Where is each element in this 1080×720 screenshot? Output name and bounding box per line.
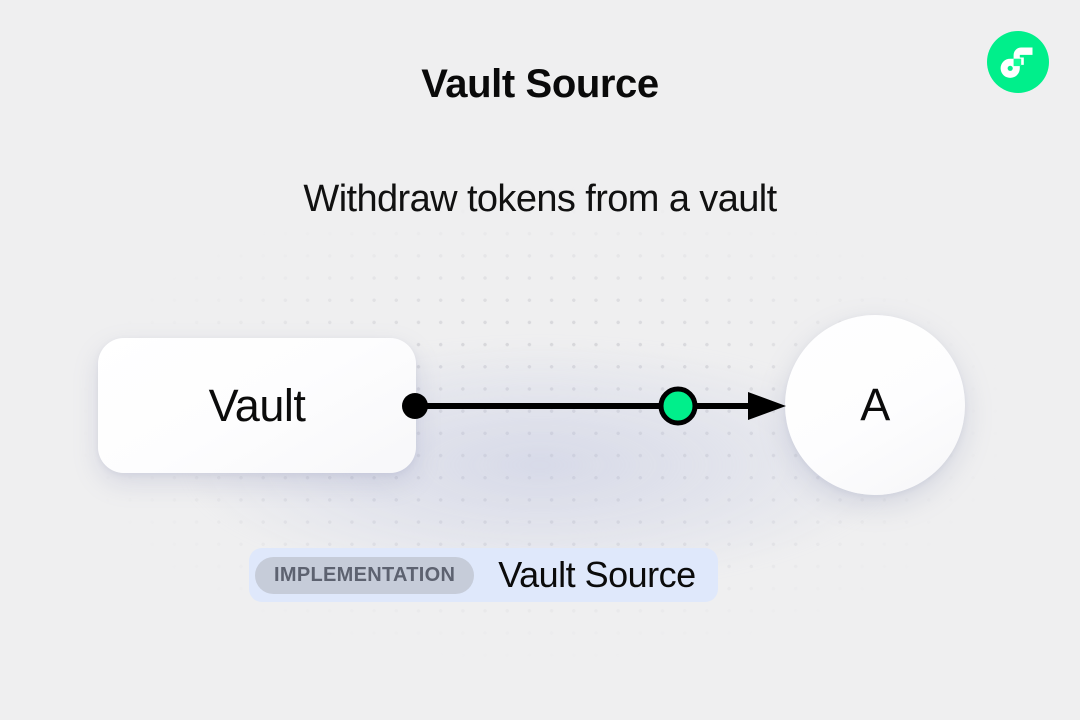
- page-title: Vault Source: [421, 62, 659, 106]
- implementation-name: Vault Source: [498, 554, 696, 595]
- implementation-badge[interactable]: IMPLEMENTATION Vault Source: [249, 548, 718, 602]
- node-vault-label: Vault: [208, 379, 306, 431]
- implementation-tag-label: IMPLEMENTATION: [255, 556, 475, 594]
- node-a-label: A: [860, 379, 890, 430]
- arrow-right-icon: [748, 392, 786, 420]
- node-vault[interactable]: Vault: [98, 338, 416, 473]
- page-subtitle: Withdraw tokens from a vault: [303, 178, 777, 220]
- flow-logo-icon: [987, 31, 1049, 93]
- node-a[interactable]: A: [785, 315, 965, 495]
- edge-midpoint-handle[interactable]: [658, 386, 698, 426]
